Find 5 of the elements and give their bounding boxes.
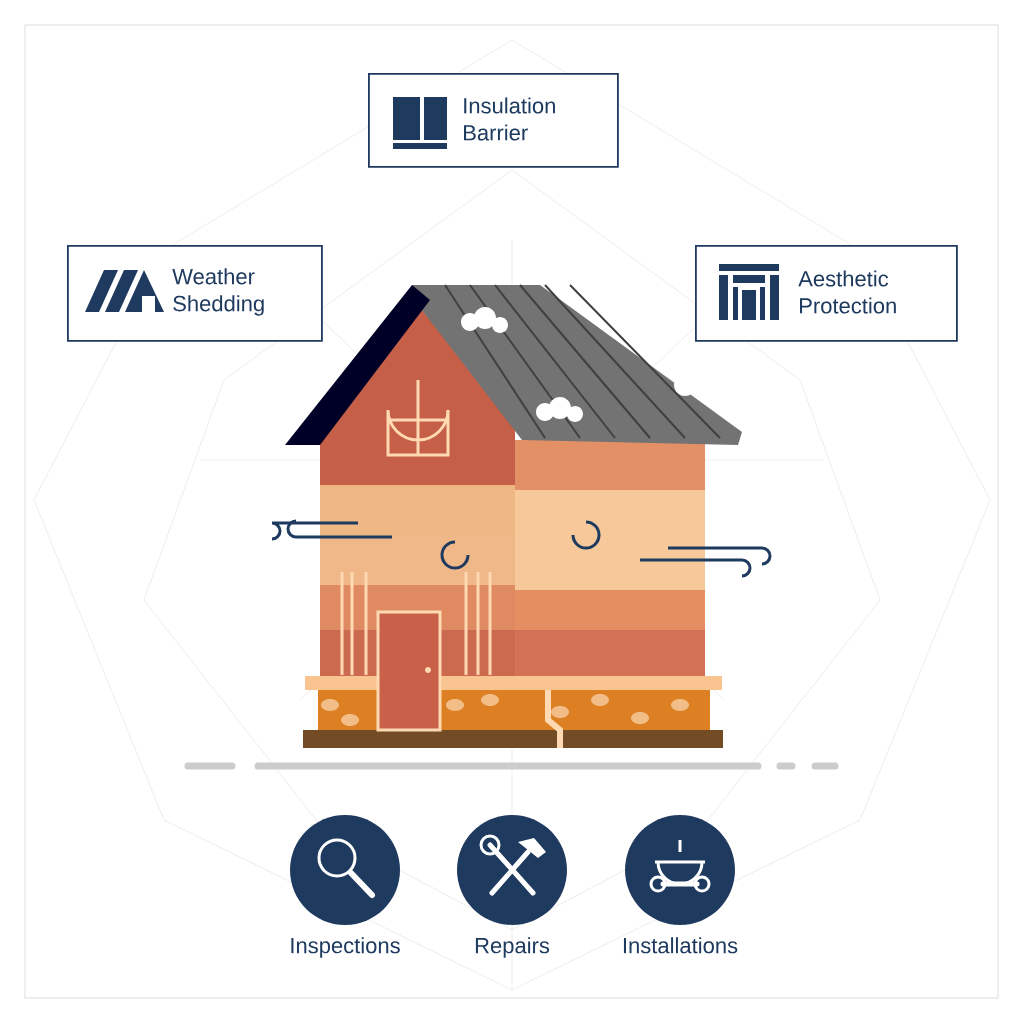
label-box: Aesthetic Protection xyxy=(695,245,958,342)
label-box: Weather Shedding xyxy=(67,245,323,342)
service-label: Repairs xyxy=(475,937,550,958)
service-label: Installations xyxy=(623,937,738,954)
service-label: Inspections xyxy=(291,937,400,958)
